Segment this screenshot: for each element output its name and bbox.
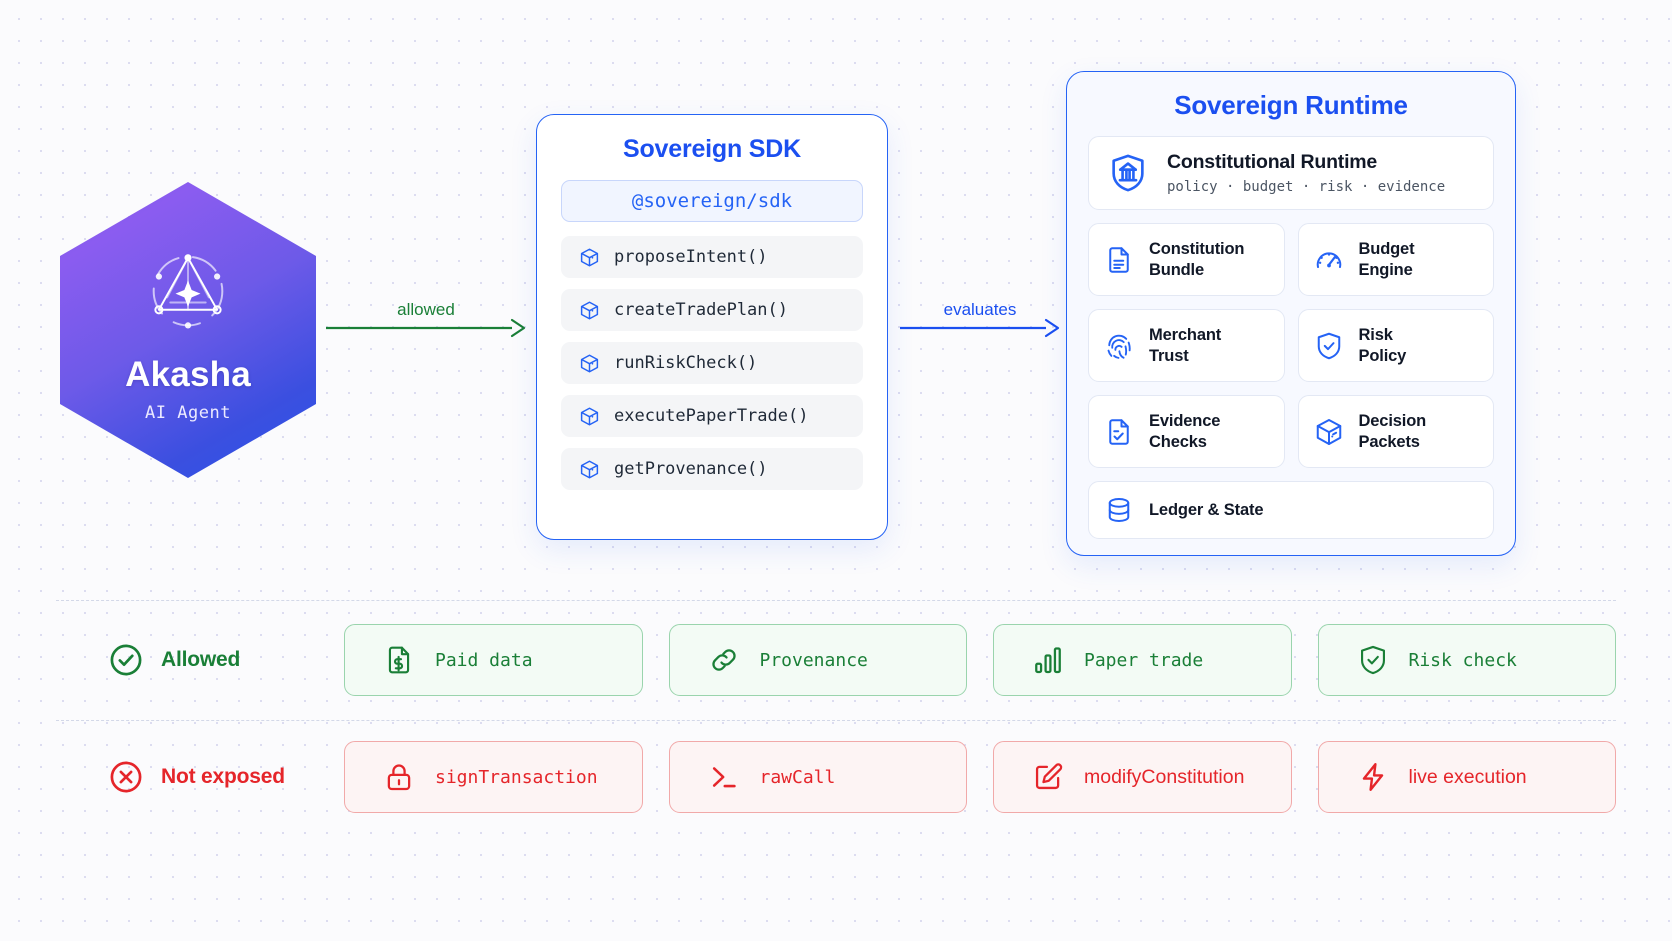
divider-middle xyxy=(56,720,1616,721)
card-line2: Policy xyxy=(1358,346,1407,365)
allowed-pill-paper-trade[interactable]: Paper trade xyxy=(993,624,1292,696)
card-line1: Decision xyxy=(1358,412,1427,431)
gauge-icon xyxy=(1314,245,1344,275)
lock-icon xyxy=(383,761,415,793)
legend-head-not-exposed: Not exposed xyxy=(56,759,344,795)
document-lines-icon xyxy=(1104,245,1134,275)
shield-check-icon xyxy=(1357,644,1389,676)
sovereign-sdk-panel: Sovereign SDK @sovereign/sdk proposeInte… xyxy=(536,114,888,540)
not-exposed-pill-track: signTransaction rawCall xyxy=(344,741,1616,813)
agent-role: AI Agent xyxy=(145,402,231,423)
check-circle-icon xyxy=(108,642,144,678)
sovereign-runtime-panel: Sovereign Runtime Constitutional Runtime… xyxy=(1066,71,1516,556)
allowed-pill-risk-check[interactable]: Risk check xyxy=(1317,624,1616,696)
card-line1: Risk xyxy=(1358,326,1393,345)
runtime-card-merchant-trust[interactable]: Merchant Trust xyxy=(1088,309,1285,382)
x-circle-icon xyxy=(108,759,144,795)
card-line2: Trust xyxy=(1149,346,1189,365)
blocked-pill-sign-transaction[interactable]: signTransaction xyxy=(344,741,643,813)
blocked-pill-label: rawCall xyxy=(759,766,836,788)
card-line1: Merchant xyxy=(1149,326,1222,345)
cube-icon xyxy=(579,247,600,268)
api-method-label: getProvenance() xyxy=(614,459,768,479)
runtime-card-decision-packets[interactable]: Decision Packets xyxy=(1297,395,1494,468)
api-method-label: createTradePlan() xyxy=(614,300,788,320)
api-method-row[interactable]: runRiskCheck() xyxy=(561,342,863,384)
card-line2: Checks xyxy=(1149,432,1207,451)
hero-title: Constitutional Runtime xyxy=(1167,151,1378,173)
document-dollar-icon xyxy=(383,644,415,676)
document-check-icon xyxy=(1104,417,1134,447)
legend-row-allowed: Allowed Paid data xyxy=(56,617,1616,703)
legend-label-allowed: Allowed xyxy=(161,648,241,671)
sdk-title: Sovereign SDK xyxy=(622,135,801,163)
link-icon xyxy=(708,644,740,676)
ledger-label: Ledger & State xyxy=(1149,500,1264,519)
agent-hexagon: Akasha AI Agent xyxy=(60,182,316,478)
legend-head-allowed: Allowed xyxy=(56,642,344,678)
sdk-package-name: @sovereign/sdk xyxy=(631,190,793,212)
blocked-pill-live-execution[interactable]: live execution xyxy=(1317,741,1616,813)
api-method-row[interactable]: proposeIntent() xyxy=(561,236,863,278)
constitutional-runtime-card[interactable]: Constitutional Runtime policy · budget ·… xyxy=(1088,136,1494,210)
hero-subtitle: policy · budget · risk · evidence xyxy=(1167,179,1446,195)
allowed-pill-label: Provenance xyxy=(759,649,868,671)
api-method-label: runRiskCheck() xyxy=(614,353,758,373)
shield-bank-icon xyxy=(1107,152,1149,194)
allowed-pill-track: Paid data Provenance xyxy=(344,624,1616,696)
lightning-icon xyxy=(1357,761,1389,793)
connector-allowed: allowed xyxy=(326,280,526,340)
api-method-label: proposeIntent() xyxy=(614,247,768,267)
api-method-row[interactable]: executePaperTrade() xyxy=(561,395,863,437)
legend-row-not-exposed: Not exposed signTransaction xyxy=(56,734,1616,820)
allowed-pill-label: Risk check xyxy=(1408,649,1517,671)
bar-chart-icon xyxy=(1032,644,1064,676)
allowed-pill-label: Paid data xyxy=(435,649,533,671)
runtime-card-ledger-state[interactable]: Ledger & State xyxy=(1088,481,1494,539)
card-line1: Evidence xyxy=(1149,412,1221,431)
agent-name: Akasha xyxy=(125,355,251,395)
cube-icon xyxy=(579,406,600,427)
divider-top xyxy=(56,600,1616,601)
edit-square-icon xyxy=(1032,761,1064,793)
runtime-card-constitution-bundle[interactable]: Constitution Bundle xyxy=(1088,223,1285,296)
terminal-icon xyxy=(708,761,740,793)
allowed-pill-paid-data[interactable]: Paid data xyxy=(344,624,643,696)
connector-allowed-label: allowed xyxy=(397,300,455,319)
card-line1: Budget xyxy=(1358,240,1415,259)
cube-icon xyxy=(579,300,600,321)
shield-check-icon xyxy=(1314,331,1344,361)
card-line2: Packets xyxy=(1358,432,1420,451)
sdk-package-chip: @sovereign/sdk xyxy=(561,180,863,222)
allowed-pill-label: Paper trade xyxy=(1084,649,1204,671)
runtime-card-evidence-checks[interactable]: Evidence Checks xyxy=(1088,395,1285,468)
blocked-pill-label: live execution xyxy=(1408,765,1527,788)
arrow-allowed-icon xyxy=(326,318,526,338)
fingerprint-icon xyxy=(1104,331,1134,361)
blocked-pill-label: signTransaction xyxy=(435,766,598,788)
box-3d-icon xyxy=(1314,417,1344,447)
runtime-title: Sovereign Runtime xyxy=(1174,90,1408,120)
cube-icon xyxy=(579,353,600,374)
card-line1: Constitution xyxy=(1149,240,1245,259)
connector-evaluates: evaluates xyxy=(900,280,1060,340)
runtime-card-risk-policy[interactable]: Risk Policy xyxy=(1297,309,1494,382)
cube-icon xyxy=(579,459,600,480)
blocked-pill-modify-constitution[interactable]: modifyConstitution xyxy=(993,741,1292,813)
blocked-pill-label: modifyConstitution xyxy=(1084,765,1245,788)
connector-evaluates-label: evaluates xyxy=(943,300,1017,319)
api-method-row[interactable]: createTradePlan() xyxy=(561,289,863,331)
legend-label-not-exposed: Not exposed xyxy=(161,765,285,788)
triangle-network-icon xyxy=(136,237,240,341)
blocked-pill-raw-call[interactable]: rawCall xyxy=(668,741,967,813)
api-method-label: executePaperTrade() xyxy=(614,406,809,426)
api-method-row[interactable]: getProvenance() xyxy=(561,448,863,490)
arrow-evaluates-icon xyxy=(900,318,1060,338)
runtime-card-grid: Constitution Bundle Budget Engine xyxy=(1088,223,1494,468)
database-icon xyxy=(1104,495,1134,525)
card-line2: Bundle xyxy=(1149,260,1205,279)
runtime-card-budget-engine[interactable]: Budget Engine xyxy=(1297,223,1494,296)
card-line2: Engine xyxy=(1358,260,1413,279)
allowed-pill-provenance[interactable]: Provenance xyxy=(668,624,967,696)
